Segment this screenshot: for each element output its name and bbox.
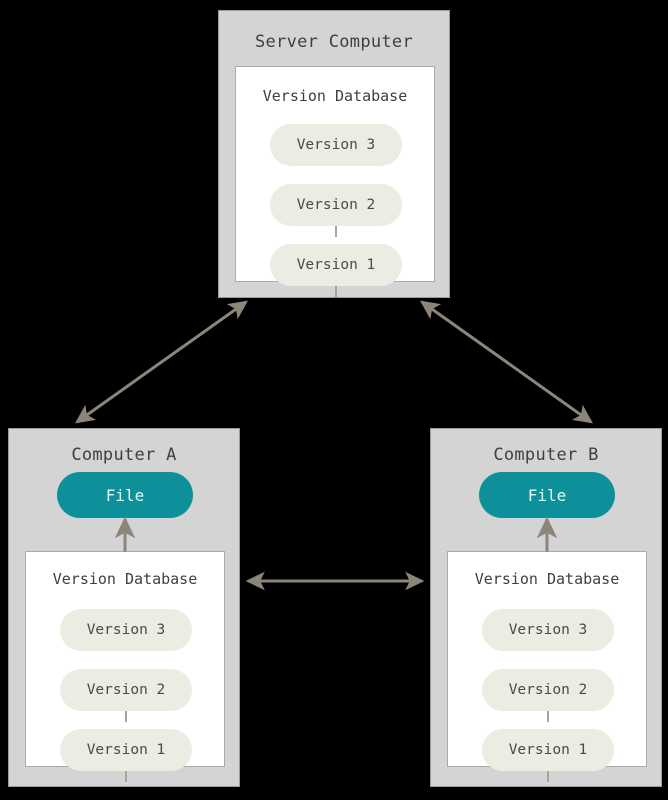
- computer-a-file-chip[interactable]: File: [57, 472, 193, 518]
- server-version-chip-2[interactable]: Version 2: [270, 184, 402, 226]
- computer-a-version-chip-1[interactable]: Version 1: [60, 729, 192, 771]
- server-chip-connector-2-1: [335, 275, 337, 297]
- computer-b-version-chip-1[interactable]: Version 1: [482, 729, 614, 771]
- server-computer-box[interactable]: Server Computer Version Database Version…: [218, 10, 450, 298]
- computer-b-version-database-panel[interactable]: Version Database Version 3 Version 2 Ver…: [447, 551, 647, 782]
- computer-a-version-chip-2[interactable]: Version 2: [60, 669, 192, 711]
- server-version-database-panel[interactable]: Version Database Version 3 Version 2 Ver…: [235, 66, 435, 297]
- computer-b-chip-connector-2-1: [547, 760, 549, 782]
- computer-b-chip-connector-3-2: [547, 700, 549, 722]
- server-computer-title: Server Computer: [254, 32, 414, 52]
- computer-a-version-database-panel[interactable]: Version Database Version 3 Version 2 Ver…: [25, 551, 225, 782]
- server-chip-connector-3-2: [335, 215, 337, 237]
- server-version-chip-1[interactable]: Version 1: [270, 244, 402, 286]
- computer-a-chip-connector-2-1: [125, 760, 127, 782]
- computer-b-title: Computer B: [493, 445, 599, 465]
- server-version-database-title: Version Database: [262, 87, 408, 105]
- computer-b-version-chip-2[interactable]: Version 2: [482, 669, 614, 711]
- computer-a-box[interactable]: Computer A File Version Database Version…: [8, 428, 240, 787]
- computer-a-chip-connector-3-2: [125, 700, 127, 722]
- computer-a-title: Computer A: [71, 445, 177, 465]
- computer-a-version-database-title: Version Database: [52, 570, 198, 588]
- arrow-server-to-computer-b: [420, 300, 593, 424]
- computer-b-file-chip[interactable]: File: [479, 472, 615, 518]
- arrow-server-to-computer-a: [75, 300, 248, 424]
- computer-b-box[interactable]: Computer B File Version Database Version…: [430, 428, 662, 787]
- computer-a-version-chip-3[interactable]: Version 3: [60, 609, 192, 651]
- computer-b-version-chip-3[interactable]: Version 3: [482, 609, 614, 651]
- computer-b-version-database-title: Version Database: [474, 570, 620, 588]
- server-version-chip-3[interactable]: Version 3: [270, 124, 402, 166]
